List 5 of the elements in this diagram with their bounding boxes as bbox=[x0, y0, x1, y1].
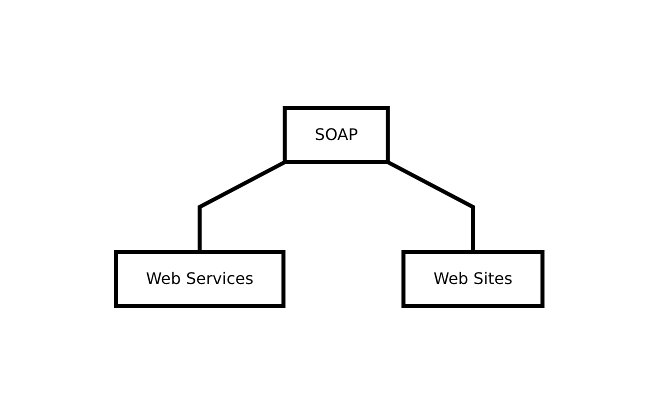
node-box: Web Sites bbox=[402, 250, 545, 308]
connector bbox=[386, 160, 476, 252]
node-box: Web Services bbox=[114, 250, 286, 308]
connector bbox=[198, 160, 286, 252]
node-box: SOAP bbox=[283, 106, 390, 164]
